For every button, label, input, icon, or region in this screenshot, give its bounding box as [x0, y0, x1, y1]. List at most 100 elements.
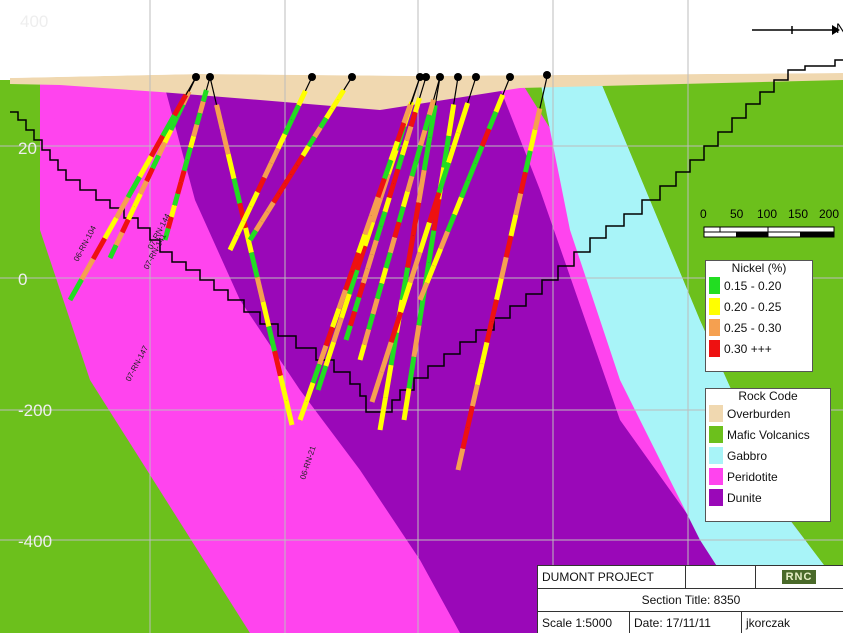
title-block-row-1: DUMONT PROJECT RNC: [538, 566, 843, 589]
drill-hole-grade-interval: [417, 281, 430, 301]
drill-hole-grade-interval: [188, 135, 197, 149]
north-arrow: N: [752, 17, 843, 43]
rock-legend-swatch: [709, 468, 723, 485]
drill-hole-grade-interval: [312, 126, 323, 139]
drill-hole-grade-interval: [346, 269, 360, 295]
drill-hole-grade-interval: [356, 233, 368, 254]
drill-hole-grade-interval: [272, 350, 283, 377]
drill-hole-grade-interval: [486, 111, 499, 130]
rock-legend-swatch: [709, 405, 723, 422]
drill-hole-grade-interval: [431, 247, 444, 267]
drill-hole-grade-interval: [289, 104, 301, 121]
drill-hole-grade-interval: [91, 237, 107, 261]
scale-label-50: 50: [730, 207, 744, 221]
drill-hole-grade-interval: [138, 180, 149, 196]
drill-hole-grade-interval: [391, 168, 401, 185]
drill-hole-grade-interval: [361, 328, 372, 346]
drill-hole-grade-interval: [422, 114, 432, 131]
drill-hole-grade-interval: [300, 144, 311, 157]
drill-hole-grade-interval: [366, 313, 376, 331]
drill-hole-grade-interval: [162, 227, 171, 241]
drill-hole-grade-interval: [150, 154, 161, 170]
drill-hole-grade-interval: [288, 163, 300, 176]
drill-hole-grade-interval: [375, 177, 387, 199]
nickel-legend-row: 0.30 +++: [706, 338, 812, 359]
drill-hole-grade-interval: [410, 202, 422, 236]
drill-hole-grade-interval: [399, 267, 411, 301]
drill-hole-grade-interval: [168, 204, 177, 218]
drill-hole-grade-interval: [474, 363, 485, 386]
drill-hole-grade-interval: [144, 167, 155, 183]
drill-hole-grade-interval: [318, 116, 329, 129]
drill-hole-grade-interval: [438, 230, 450, 250]
drill-hole-grade-interval: [400, 190, 411, 208]
scale-label-150: 150: [788, 207, 809, 221]
drill-hole-grade-interval: [370, 298, 380, 315]
drill-hole-grade-interval: [248, 191, 260, 208]
scale-bar: 0 50 100 150 200: [700, 207, 840, 247]
drill-hole-grade-interval: [436, 162, 451, 194]
sky-area: [0, 0, 843, 78]
nickel-legend-label: 0.25 - 0.30: [724, 320, 782, 335]
author-text: jkorczak: [746, 616, 791, 630]
drill-hole-grade-interval: [383, 364, 394, 398]
drill-hole-grade-interval: [294, 154, 305, 167]
rock-legend-row: Overburden: [706, 403, 830, 424]
drill-hole-grade-interval: [421, 137, 433, 171]
elevation-label-minus200: -200: [18, 401, 52, 420]
drill-hole-grade-interval: [493, 93, 506, 113]
rock-legend-label: Peridotite: [727, 469, 778, 484]
drill-hole-grade-interval: [197, 100, 206, 114]
title-block-row-2: Section Title: 8350: [538, 589, 843, 612]
drill-hole-grade-interval: [324, 107, 335, 120]
drill-hole-grade-interval: [265, 201, 276, 214]
drill-hole-grade-interval: [408, 111, 418, 128]
drill-hole-grade-interval: [181, 158, 190, 172]
drill-hole-grade-interval: [259, 210, 270, 223]
drill-hole-grade-interval: [162, 128, 174, 144]
drill-hole-grade-interval: [175, 181, 184, 195]
drill-hole-grade-interval: [494, 278, 504, 301]
drill-hole-grade-interval: [383, 252, 393, 269]
rock-legend-row: Mafic Volcanics: [706, 424, 830, 445]
drill-hole-grade-interval: [522, 150, 533, 173]
nickel-legend-swatch: [709, 277, 720, 294]
drill-hole-grade-interval: [508, 214, 519, 237]
drill-hole-grade-interval: [413, 144, 424, 162]
rock-legend-row: Dunite: [706, 487, 830, 508]
drill-hole-grade-interval: [382, 159, 394, 180]
drill-hole-grade-interval: [362, 214, 374, 236]
drill-hole-grade-interval: [532, 107, 543, 131]
drill-hole-grade-interval: [369, 371, 384, 403]
drill-hole-grade-interval: [356, 282, 366, 299]
nickel-legend-swatch: [709, 340, 720, 357]
project-name: DUMONT PROJECT: [538, 566, 686, 588]
drill-hole-grade-interval: [465, 405, 475, 429]
drill-hole-grade-interval: [395, 154, 405, 170]
drill-hole-grade-interval: [472, 145, 485, 165]
drill-hole-grade-interval: [379, 341, 394, 373]
drill-hole-grade-interval: [489, 299, 499, 322]
drill-hole-grade-interval: [231, 178, 243, 204]
drill-hole-grade-interval: [126, 205, 137, 221]
drill-hole-grade-interval: [137, 155, 154, 179]
drill-hole-grade-interval: [113, 231, 125, 247]
drill-hole-grade-interval: [102, 216, 119, 240]
drill-hole-grade-interval: [343, 270, 355, 291]
drill-hole-grade-interval: [431, 198, 442, 232]
drill-hole-grade-interval: [271, 191, 282, 204]
drill-hole-grade-interval: [446, 104, 457, 137]
rock-legend-swatch: [709, 489, 723, 506]
drill-hole-grade-interval: [401, 388, 412, 421]
drill-hole-grade-interval: [315, 365, 329, 391]
drill-hole-grade-interval: [335, 88, 346, 101]
drill-hole-grade-interval: [407, 251, 423, 284]
scale-label-200: 200: [819, 207, 840, 221]
drill-hole-grade-interval: [498, 256, 509, 280]
section-title: Section Title: 8350: [641, 593, 741, 607]
rock-legend-row: Peridotite: [706, 466, 830, 487]
drill-hole-grade-interval: [343, 325, 353, 341]
drill-hole-grade-interval: [441, 135, 452, 168]
drill-hole-grade-interval: [352, 296, 362, 313]
